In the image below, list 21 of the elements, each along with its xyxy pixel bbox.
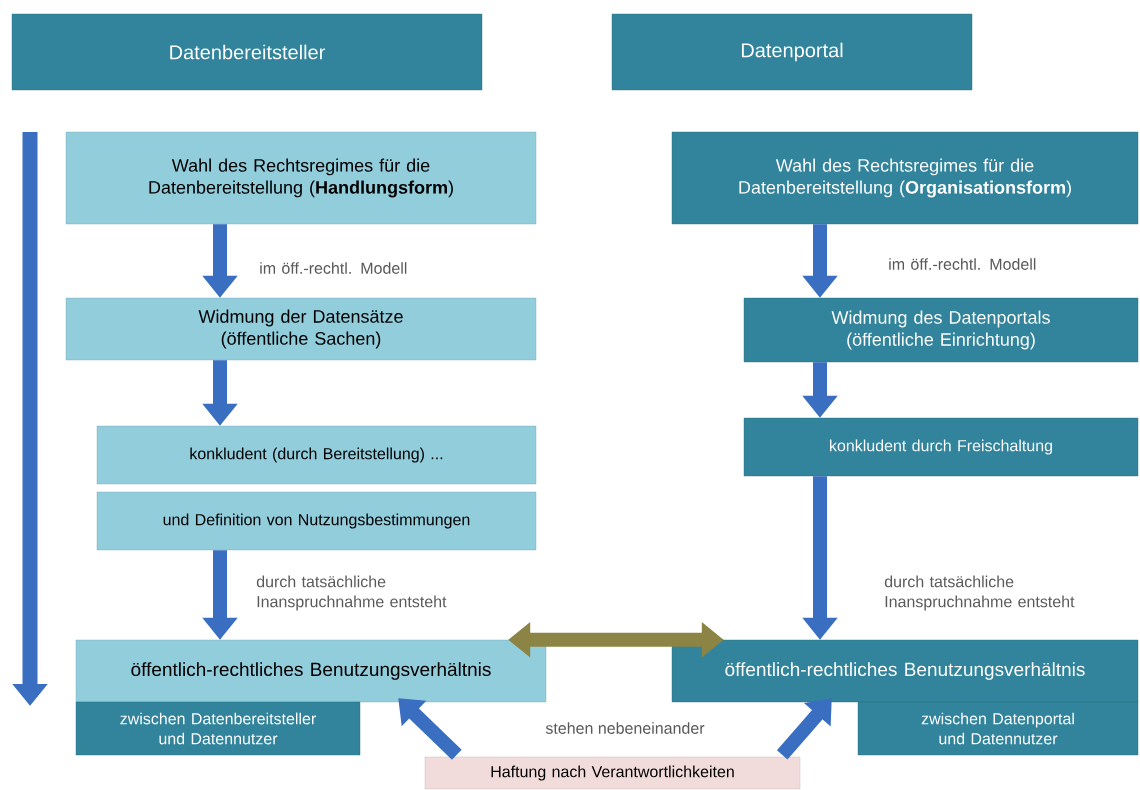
process-box: Widmung der Datensätze (öffentliche Sachen): [65, 297, 537, 361]
arrow: [398, 698, 462, 760]
edge-label: im öff.-rechtl. Modell: [889, 258, 1036, 270]
header-box: Datenportal: [611, 13, 973, 91]
result-box: öffentlich-rechtliches Benutzungsverhältnis: [75, 639, 547, 703]
note-text: stehen nebeneinander: [545, 722, 705, 734]
note-box: zwischen Datenbereitsteller und Datennutzer: [75, 701, 361, 756]
result-box: öffentlich-rechtliches Benutzungsverhältnis: [671, 639, 1139, 703]
process-box: Wahl des Rechtsregimes für die Datenbereitstellung (Handlungsform): [65, 131, 537, 225]
edge-label: durch tatsächliche Inanspruchnahme entsteht: [256, 575, 447, 611]
header-box: Datenbereitsteller: [11, 13, 483, 91]
liability-box: Haftung nach Verantwortlichkeiten: [424, 756, 801, 790]
edge-label: im öff.-rechtl. Modell: [260, 262, 407, 274]
edge-label: durch tatsächliche Inanspruchnahme entsteht: [884, 575, 1075, 611]
process-box: und Definition von Nutzungsbestimmungen: [96, 491, 537, 551]
process-box: Wahl des Rechtsregimes für die Datenbereitstellung (Organisationsform): [671, 131, 1139, 225]
process-box: Widmung des Datenportals (öffentliche Einrichtung): [743, 297, 1139, 363]
arrow: [776, 698, 832, 760]
note-box: zwischen Datenportal und Datennutzer: [857, 701, 1139, 756]
process-box: konkludent durch Freischaltung: [743, 417, 1139, 477]
process-box: konkludent (durch Bereitstellung) ...: [96, 425, 537, 485]
